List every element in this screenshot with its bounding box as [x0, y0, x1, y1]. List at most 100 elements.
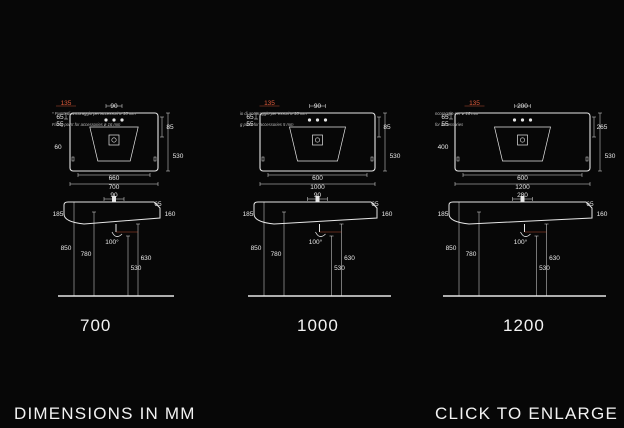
height-530-value: 530 — [539, 265, 550, 272]
fixing-note-en: g point for accessories 5 mm — [240, 122, 294, 127]
fixing-note-en: for accessories — [435, 122, 464, 127]
size-label-700: 700 — [80, 316, 112, 335]
height-630-value: 630 — [549, 255, 560, 262]
left-height-value: 185 — [438, 211, 449, 218]
fixing-point-icon — [153, 156, 157, 162]
angle-value: 100° — [105, 238, 119, 246]
depth-right-value: 265 — [597, 124, 608, 131]
height-780-value: 780 — [271, 251, 282, 258]
height-630-value: 630 — [141, 255, 152, 262]
right-height-value: 160 — [597, 211, 608, 218]
tap-hole-icon — [112, 118, 116, 122]
bowl-outline — [494, 126, 551, 162]
side-width-value: 90 — [110, 192, 118, 199]
depth-left-c-value: 400 — [438, 144, 449, 151]
fixing-note-it: * Punto di ancoraggio per accessori ø 16… — [52, 111, 136, 116]
angle-value: 100° — [514, 238, 528, 246]
fixing-point-icon — [456, 156, 460, 162]
basin-side-profile — [63, 201, 161, 225]
depth-left-b-value: 55 — [441, 121, 449, 128]
height-630-value: 630 — [344, 255, 355, 262]
overflow-value: 135 — [264, 100, 275, 107]
fixing-point-icon — [370, 156, 374, 162]
depth-left-a-value: 65 — [441, 114, 449, 121]
basin-outline — [259, 112, 376, 172]
tap-hole-icon — [512, 118, 517, 122]
rim-value: 65 — [586, 201, 594, 208]
drain-hole-icon — [111, 137, 117, 143]
drain-icon — [517, 134, 528, 146]
height-530-value: 530 — [131, 265, 142, 272]
fixing-point-icon — [71, 156, 75, 162]
inner-width-value: 660 — [109, 175, 120, 182]
basin-outline — [454, 112, 591, 172]
fixing-note-it: io di ancoraggio per essori ø 16 mm — [240, 111, 307, 116]
depth-right-value: 85 — [383, 124, 391, 131]
angle-value: 100° — [309, 238, 323, 246]
height-850-value: 850 — [61, 245, 72, 252]
left-height-value: 185 — [243, 211, 254, 218]
outer-width-value: 1000 — [310, 184, 325, 191]
right-height-value: 160 — [165, 211, 176, 218]
basin-side-profile — [253, 201, 378, 225]
depth-left-b-value: 55 — [56, 121, 64, 128]
overflow-value: 135 — [469, 100, 480, 107]
hole-spacing-value: 90 — [110, 103, 118, 110]
fixing-note-en: Fixing point for accessories ø 16 mm — [52, 122, 121, 127]
height-total-value: 530 — [390, 153, 401, 160]
depth-left-a-value: 65 — [56, 114, 64, 121]
tap-hole-icon — [520, 118, 525, 122]
dimensions-caption: DIMENSIONS IN MM — [14, 404, 196, 423]
hole-spacing-value: 200 — [517, 103, 528, 110]
bowl-outline — [89, 126, 139, 162]
tap-hole-icon — [120, 118, 124, 122]
size-label-1000: 1000 — [297, 316, 339, 335]
rim-value: 65 — [371, 201, 379, 208]
outer-width-value: 1200 — [515, 184, 530, 191]
depth-left-a-value: 65 — [246, 114, 254, 121]
rim-value: 65 — [154, 201, 162, 208]
depth-left-b-value: 55 — [246, 121, 254, 128]
basin-side-profile — [448, 201, 593, 225]
depth-left-c-value: 60 — [54, 144, 62, 151]
fixing-point-icon — [585, 156, 589, 162]
drain-icon — [312, 134, 323, 146]
height-850-value: 850 — [251, 245, 262, 252]
outer-width-value: 700 — [109, 184, 120, 191]
siphon-icon — [111, 231, 123, 237]
click-to-enlarge-link[interactable]: CLICK TO ENLARGE — [435, 404, 618, 423]
fixing-note-it: ncoraggio per ø 16 mm — [435, 111, 479, 116]
fixing-point-icon — [261, 156, 265, 162]
inner-width-value: 600 — [517, 175, 528, 182]
height-780-value: 780 — [81, 251, 92, 258]
side-width-value: 280 — [517, 192, 528, 199]
side-view-700: 90 65 185 160 100° 850 780 630 530 — [53, 192, 176, 297]
tap-hole-icon — [104, 118, 108, 122]
height-530-value: 530 — [334, 265, 345, 272]
height-780-value: 780 — [466, 251, 477, 258]
siphon-icon — [315, 231, 326, 237]
right-height-value: 160 — [382, 211, 393, 218]
height-850-value: 850 — [446, 245, 457, 252]
tap-hole-icon — [307, 118, 312, 122]
inner-width-value: 600 — [312, 175, 323, 182]
tap-hole-icon — [323, 118, 328, 122]
drain-icon — [108, 134, 120, 146]
drain-hole-icon — [314, 137, 320, 143]
overflow-value: 135 — [61, 100, 72, 107]
hole-spacing-value: 90 — [314, 103, 322, 110]
left-height-value: 185 — [53, 211, 64, 218]
height-total-value: 530 — [173, 153, 184, 160]
tap-hole-icon — [315, 118, 320, 122]
depth-right-value: 85 — [166, 124, 174, 131]
basin-outline — [69, 112, 159, 172]
